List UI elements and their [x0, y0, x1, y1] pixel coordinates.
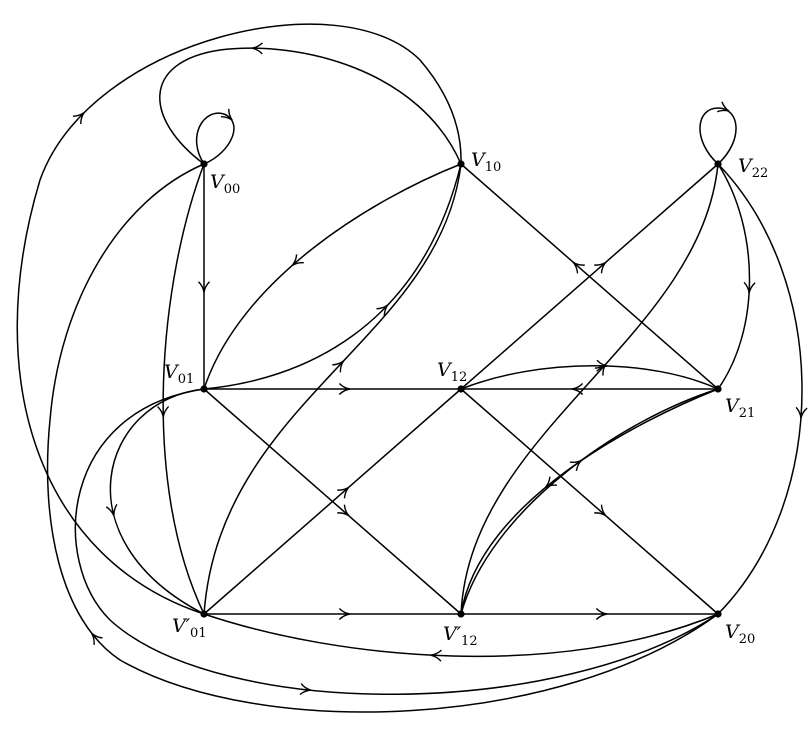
edge-v22-to-v21-arrowhead	[743, 281, 756, 294]
edge-v12prime-to-v21	[460, 388, 719, 615]
edge-v22-to-v20-arrowhead	[795, 406, 808, 419]
edge-v20-to-v00-arrowhead	[91, 632, 103, 645]
edge-v01-to-v12-arrowhead	[338, 382, 350, 396]
edge-v12-to-v20-arrowhead	[594, 504, 607, 517]
node-label-v22: V22	[738, 155, 768, 181]
edge-v10-to-v00-top-loop	[159, 47, 462, 165]
node-v21	[714, 385, 722, 393]
edge-v01prime-to-v12	[203, 388, 462, 615]
edge-v01-to-v12prime-arrowhead	[337, 504, 350, 517]
edge-v21-to-v12-arrowhead	[572, 382, 584, 396]
edge-v20-to-v01prime-arrowhead	[430, 649, 442, 662]
node-label-v00: V00	[210, 171, 240, 197]
node-v22	[714, 160, 722, 168]
edge-v01-to-v01prime	[109, 388, 205, 615]
edge-v21-to-v10-arrowhead	[572, 261, 585, 274]
edge-v01-to-v20-arrowhead	[299, 683, 312, 696]
node-v20	[714, 610, 722, 618]
edge-v12prime-to-v20-arrowhead	[595, 607, 607, 621]
node-label-v01: V01	[164, 361, 194, 387]
edge-v12-to-v22-arrowhead	[594, 261, 607, 274]
node-v10	[457, 160, 465, 168]
edge-v01prime-to-v10	[203, 163, 462, 615]
edge-v01prime-to-v10-arrowhead	[332, 360, 345, 373]
edge-v12prime-to-v22	[460, 163, 719, 615]
edge-v22-self-loop-arrowhead	[717, 101, 730, 113]
node-label-v20: V20	[725, 621, 755, 647]
edge-v22-to-v21	[717, 163, 751, 390]
edge-v01-to-v01prime-arrowhead	[105, 504, 118, 517]
edge-v00-to-v01prime	[162, 163, 205, 615]
node-label-v12: V12	[437, 359, 467, 385]
edge-v21-to-v12prime-arrowhead	[544, 476, 557, 489]
edge-v12prime-to-v21-arrowhead	[569, 459, 583, 472]
edge-v20-to-v01prime	[203, 613, 719, 658]
node-label-v12p: V′12	[443, 623, 478, 649]
node-label-v21: V21	[725, 395, 755, 421]
edge-v00-to-v01-arrowhead	[197, 281, 211, 293]
edges	[16, 23, 808, 713]
node-v00	[200, 160, 208, 168]
edge-v01-to-v10-lower	[203, 163, 462, 390]
edge-v01-to-v20	[74, 388, 719, 695]
edge-v01-to-v10-lower-arrowhead	[376, 304, 389, 317]
edge-v01prime-to-v12prime-arrowhead	[338, 607, 350, 621]
node-v12	[457, 385, 465, 393]
edge-v00-self-loop-arrowhead	[220, 108, 233, 121]
node-label-v10: V10	[471, 149, 501, 175]
edge-v21-to-v12prime	[460, 388, 719, 615]
edge-v01prime-to-v12-arrowhead	[337, 486, 350, 499]
edge-v12prime-to-v22-arrowhead	[594, 363, 607, 376]
edge-v01prime-to-v10-outer-loop-arrowhead	[72, 112, 85, 124]
edge-v01prime-to-v10-outer-loop	[16, 23, 462, 615]
edge-v10-to-v01-upper-arrowhead	[291, 254, 304, 267]
node-v01p	[200, 610, 208, 618]
edge-v10-to-v00-top-loop-arrowhead	[251, 42, 263, 55]
node-v12p	[457, 610, 465, 618]
edge-v22-to-v20	[717, 163, 803, 615]
edge-v22-self-loop	[699, 107, 737, 165]
edge-v00-to-v01prime-arrowhead	[157, 405, 170, 418]
node-v01	[200, 385, 208, 393]
edge-v12-to-v22	[460, 163, 719, 390]
edge-v12-to-v21-arc-arrowhead	[596, 359, 608, 372]
edge-v00-self-loop	[195, 112, 235, 165]
node-label-v01p: V′01	[172, 615, 207, 641]
edge-v10-to-v01-upper	[203, 163, 462, 390]
edge-v12-to-v21-arc	[460, 365, 719, 390]
edge-v12-to-v20	[460, 388, 719, 615]
edge-v20-to-v00	[46, 163, 719, 713]
